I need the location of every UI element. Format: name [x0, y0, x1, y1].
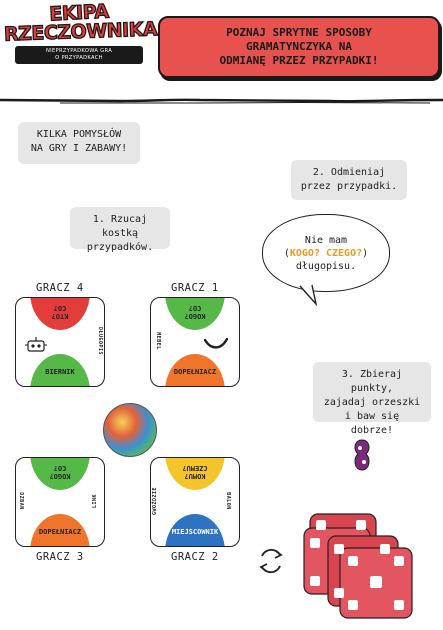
card-word-right: BALON	[224, 492, 231, 510]
speech-highlight: KOGO? CZEGO?	[289, 247, 363, 259]
card-word-left: GWOŹDZIE	[152, 486, 159, 516]
robot-icon	[25, 337, 47, 352]
card-question: KOGO? CO?	[49, 464, 71, 480]
logo-title-line2: RZECZOWNIKA	[3, 18, 158, 47]
card-case-name: BIERNIK	[45, 368, 75, 376]
player-2-label: GRACZ 2	[171, 551, 219, 563]
card-word: MEBEL	[154, 332, 161, 350]
speech-bubble: Nie mam (KOGO? CZEGO?) długopisu.	[262, 214, 390, 292]
logo: EKIPA RZECZOWNIKA NIEPRZYPADKOWA GRA O P…	[3, 0, 158, 84]
card-question: KTO? CO?	[51, 304, 69, 320]
peanut-icon[interactable]	[350, 438, 374, 472]
banner-text: POZNAJ SPRYTNE SPOSOBY GRAMATYNCZYKA NA …	[219, 26, 379, 67]
ideas-heading: KILKA POMYSŁÓW NA GRY I ZABAWY!	[18, 122, 140, 164]
card-word-right: LINK	[92, 493, 99, 509]
step-1-bubble: 1. Rzucaj kostką przypadków.	[70, 207, 170, 253]
speech-line-3: długopisu.	[295, 260, 357, 272]
card-word-left: DZBAN	[17, 492, 24, 510]
logo-subtitle: NIEPRZYPADKOWA GRA O PRZYPADKACH	[15, 46, 143, 64]
banana-icon	[203, 337, 229, 349]
card-stack-icon[interactable]	[300, 510, 418, 620]
speech-line-2: (KOGO? CZEGO?)	[283, 247, 369, 259]
rotate-arrows-icon[interactable]	[256, 546, 286, 576]
dice-icon[interactable]	[103, 403, 157, 457]
header-banner: POZNAJ SPRYTNE SPOSOBY GRAMATYNCZYKA NA …	[158, 16, 440, 78]
divider-line	[0, 98, 443, 104]
player-1-label: GRACZ 1	[171, 282, 219, 294]
speech-tail	[299, 284, 318, 306]
case-card-player-4[interactable]: KTO? CO? BIERNIK DŁUGOPIS	[15, 297, 105, 387]
card-case-name: DOPEŁNIACZ	[38, 528, 82, 536]
card-question: KOMU? CZEMU?	[182, 464, 208, 480]
case-card-player-2[interactable]: KOMU? CZEMU? MIEJSCOWNIK GWOŹDZIE BALON	[150, 457, 240, 547]
speech-line-1: Nie mam	[304, 234, 348, 246]
card-case-name: MIEJSCOWNIK	[171, 528, 219, 536]
case-card-player-1[interactable]: KOGO? CO? DOPEŁNIACZ MEBEL	[150, 297, 240, 387]
card-case-name: DOPEŁNIACZ	[173, 368, 217, 376]
card-word: DŁUGOPIS	[97, 326, 104, 356]
player-3-label: GRACZ 3	[36, 551, 84, 563]
case-card-player-3[interactable]: KOGO? CO? DOPEŁNIACZ DZBAN LINK	[15, 457, 105, 547]
step-2-bubble: 2. Odmieniaj przez przypadki.	[291, 160, 407, 200]
step-3-bubble: 3. Zbieraj punkty, zajadaj orzeszki i ba…	[313, 362, 431, 436]
card-question: KOGO? CO?	[184, 304, 206, 320]
player-4-label: GRACZ 4	[36, 282, 84, 294]
